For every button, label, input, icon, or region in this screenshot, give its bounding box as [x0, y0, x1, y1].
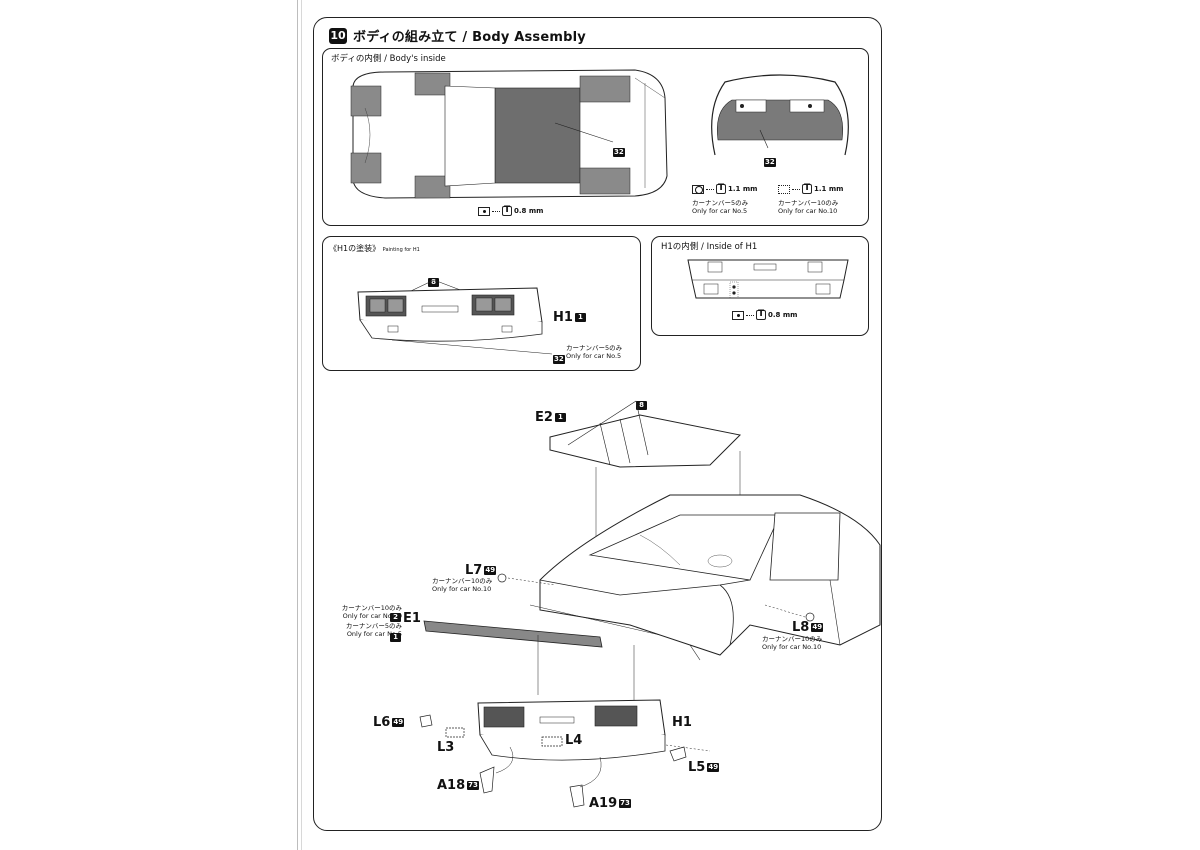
car5-note: カーナンバー5のみ Only for car No.5 — [692, 199, 749, 215]
drill-hole-icon — [778, 184, 790, 194]
h1-inside-title: H1の内側 / Inside of H1 — [661, 242, 758, 252]
step-frame — [313, 17, 882, 831]
l8-note: カーナンバー10のみ Only for car No.10 — [762, 635, 823, 651]
drill-bit-icon — [802, 183, 812, 194]
e1-note2-badge: 1 — [390, 624, 401, 643]
l7-part-label: L7 49 — [465, 563, 497, 578]
body-inside-drill-car5: 1.1 mm — [692, 183, 757, 194]
a19-part-label: A19 73 — [589, 796, 631, 811]
body-inside-drill-main: 0.8 mm — [478, 205, 543, 216]
e1-note-1: カーナンバー10のみ Only for car No.10 — [341, 604, 402, 620]
drill-hole-icon — [478, 206, 490, 216]
l8-part-label: L8 49 — [792, 620, 824, 635]
l3-part-label: L3 — [437, 740, 455, 755]
body-inside-paint-badge: 32 — [613, 148, 625, 157]
h1-painting-panel — [322, 236, 641, 371]
body-top-view-illustration — [350, 69, 668, 199]
h1-inside-drill: 0.8 mm — [732, 309, 797, 320]
drill-bit-icon — [716, 183, 726, 194]
h1-car5-note: カーナンバー5のみ Only for car No.5 — [566, 344, 623, 360]
step-title: ボディの組み立て / Body Assembly — [353, 30, 586, 45]
l4-part-label: L4 — [565, 733, 583, 748]
h1-inside-panel — [651, 236, 869, 336]
h1-paint-badge: 8 — [428, 269, 439, 288]
page-binding-line — [297, 0, 298, 850]
body-rear-view-illustration — [711, 74, 849, 156]
h1-painting-title: 《H1の塗装》 Painting for H1 — [329, 244, 420, 253]
l5-part-label: L5 49 — [688, 760, 720, 775]
e1-note1-badge: 2 — [390, 604, 401, 623]
body-inside-drill-car10: 1.1 mm — [778, 183, 843, 194]
h1-inside-illustration — [687, 259, 849, 299]
body-rear-paint-badge: 32 — [764, 158, 776, 167]
h1-part-label: H1 1 — [553, 310, 586, 325]
drill-bit-icon — [756, 309, 766, 320]
body-inside-title: ボディの内側 / Body's inside — [331, 54, 446, 64]
h1-paint-badge-2: 32 — [553, 355, 565, 364]
car10-note: カーナンバー10のみ Only for car No.10 — [778, 199, 839, 215]
drill-bit-icon — [502, 205, 512, 216]
page-binding-line-2 — [301, 0, 302, 850]
e2-part-label: E2 1 — [535, 410, 566, 425]
drill-hole-icon — [692, 184, 704, 194]
step-number: 10 — [329, 27, 347, 44]
h1-assembly-part-label: H1 — [672, 715, 692, 730]
h1-bumper-illustration — [357, 279, 553, 355]
l6-part-label: L6 49 — [373, 715, 405, 730]
body-inside-panel — [322, 48, 869, 226]
e2-paint-badge: 8 — [636, 392, 647, 411]
step-header: 10 ボディの組み立て / Body Assembly — [329, 26, 586, 45]
body-assembly-illustration — [419, 400, 881, 808]
e1-part-label: E1 — [403, 611, 421, 626]
a18-part-label: A18 73 — [437, 778, 479, 793]
e1-note-2: カーナンバー5のみ Only for car No.5 — [345, 622, 402, 638]
drill-hole-icon — [732, 310, 744, 320]
l7-note: カーナンバー10のみ Only for car No.10 — [432, 577, 493, 593]
